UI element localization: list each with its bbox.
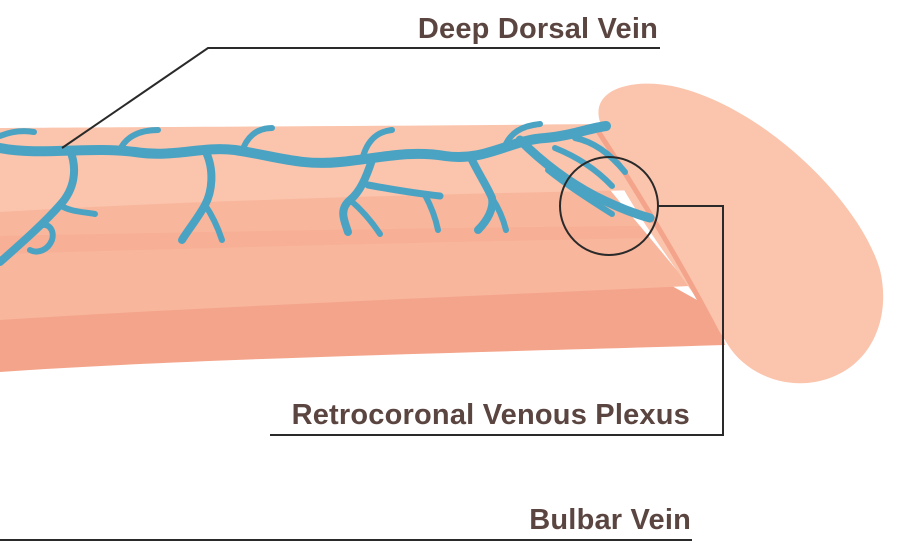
deep-dorsal-vein-trunk: [0, 121, 611, 168]
deep-dorsal-vein-label: Deep Dorsal Vein: [417, 13, 658, 45]
vein-branch: [27, 222, 56, 255]
bulbar-vein-label: Bulbar Vein: [529, 504, 691, 536]
vein-spur: [239, 125, 275, 155]
glans: [593, 83, 884, 384]
vein-network: [0, 121, 655, 266]
retrocoronal-plexus-vein: [515, 135, 655, 223]
vein-branch: [422, 192, 441, 233]
vein-branch: [364, 181, 444, 200]
vein-spur: [0, 128, 37, 139]
vein-spur: [502, 121, 543, 149]
vein-branch: [347, 197, 383, 237]
shaft: [0, 124, 725, 372]
vein-branch: [489, 195, 509, 233]
retrocoronal-plexus-vein: [572, 135, 628, 175]
vein-spur: [359, 127, 395, 163]
shaft-highlight: [0, 226, 650, 254]
callout-lines: [0, 47, 724, 541]
retrocoronal-plexus-vein: [545, 167, 615, 217]
vein-branch: [202, 202, 225, 243]
retrocoronal-venous-plexus-label: Retrocoronal Venous Plexus: [291, 399, 690, 431]
retrocoronal-plexus-leader: [270, 205, 724, 436]
vein-branch: [57, 202, 98, 217]
glans-body: [598, 83, 884, 384]
corona-edge: [593, 125, 725, 345]
deep-dorsal-vein-leader: [61, 47, 660, 149]
shaft-upper: [0, 124, 640, 212]
shaft-middle: [0, 178, 690, 320]
vein-spur: [117, 127, 161, 153]
